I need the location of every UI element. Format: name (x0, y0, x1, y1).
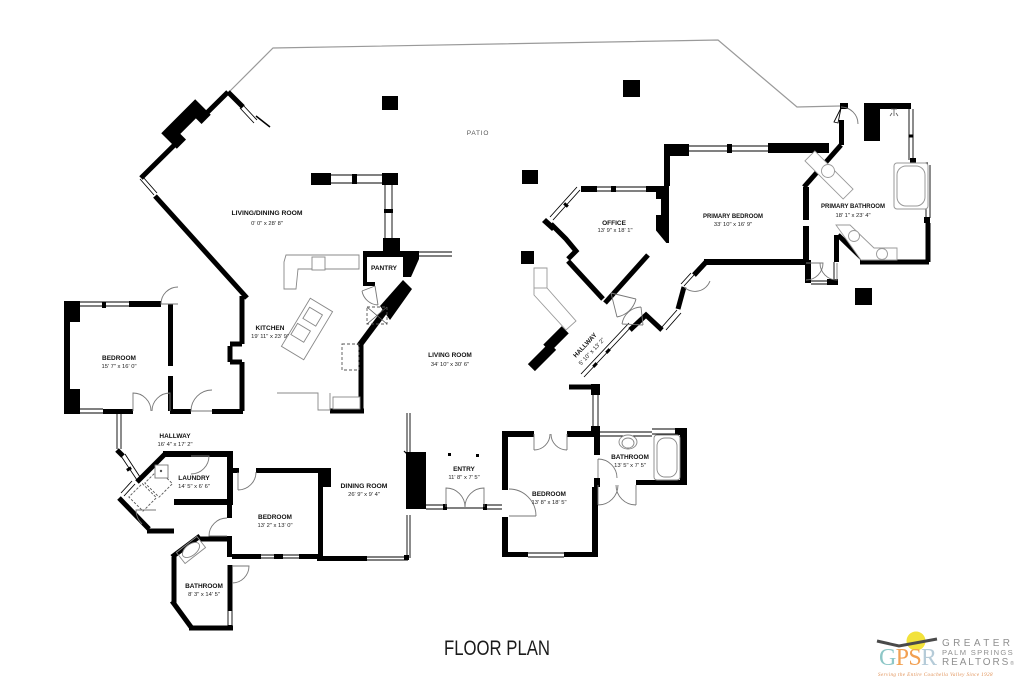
svg-text:FLOOR PLAN: FLOOR PLAN (444, 637, 550, 660)
svg-text:PANTRY: PANTRY (371, 265, 398, 272)
svg-text:15' 7" x 16' 0": 15' 7" x 16' 0" (101, 364, 136, 370)
svg-text:GPSR: GPSR (879, 645, 937, 671)
svg-text:PALM SPRINGS: PALM SPRINGS (942, 648, 1014, 657)
svg-text:0' 0" x 28' 8": 0' 0" x 28' 8" (251, 221, 283, 227)
svg-text:33' 10" x 16' 9": 33' 10" x 16' 9" (714, 222, 752, 228)
svg-text:16' 4" x 17' 2": 16' 4" x 17' 2" (157, 442, 192, 448)
svg-text:HALLWAY: HALLWAY (159, 433, 191, 440)
svg-text:26' 9" x 9' 4": 26' 9" x 9' 4" (348, 492, 380, 498)
svg-text:LIVING ROOM: LIVING ROOM (428, 352, 472, 359)
svg-text:LIVING/DINING ROOM: LIVING/DINING ROOM (232, 210, 303, 217)
svg-text:18' 1" x 23' 4": 18' 1" x 23' 4" (835, 213, 870, 219)
svg-text:BEDROOM: BEDROOM (258, 514, 292, 521)
svg-text:PATIO: PATIO (467, 130, 490, 137)
svg-text:13' 8" x 18' 5": 13' 8" x 18' 5" (531, 500, 566, 506)
svg-text:BATHROOM: BATHROOM (611, 454, 649, 461)
svg-text:REALTORS®: REALTORS® (942, 657, 1016, 668)
svg-text:34' 10" x 30' 6": 34' 10" x 30' 6" (431, 362, 469, 368)
svg-text:PRIMARY BEDROOM: PRIMARY BEDROOM (703, 213, 763, 220)
svg-text:19' 11" x 23' 9": 19' 11" x 23' 9" (251, 334, 289, 340)
svg-text:PRIMARY BATHROOM: PRIMARY BATHROOM (821, 203, 885, 210)
svg-text:BATHROOM: BATHROOM (185, 583, 223, 590)
svg-text:11' 8" x 7' 5": 11' 8" x 7' 5" (448, 475, 479, 481)
svg-text:GREATER: GREATER (942, 638, 1013, 649)
svg-text:13' 9" x 18' 1": 13' 9" x 18' 1" (597, 228, 632, 234)
svg-text:14' 5" x 6' 6": 14' 5" x 6' 6" (178, 484, 210, 490)
svg-text:BEDROOM: BEDROOM (102, 355, 136, 362)
svg-text:DINING ROOM: DINING ROOM (341, 483, 388, 490)
svg-text:13' 2" x 13' 0": 13' 2" x 13' 0" (257, 523, 292, 529)
svg-text:13' 5" x 7' 5": 13' 5" x 7' 5" (614, 463, 646, 469)
svg-text:OFFICE: OFFICE (602, 220, 626, 227)
svg-text:LAUNDRY: LAUNDRY (178, 475, 210, 482)
svg-text:ENTRY: ENTRY (453, 466, 475, 473)
svg-text:8' 3" x 14' 5": 8' 3" x 14' 5" (188, 592, 220, 598)
svg-text:KITCHEN: KITCHEN (256, 325, 285, 332)
svg-text:BEDROOM: BEDROOM (532, 491, 566, 498)
svg-text:Serving the Entire Coachella V: Serving the Entire Coachella Valley Sinc… (878, 672, 993, 678)
